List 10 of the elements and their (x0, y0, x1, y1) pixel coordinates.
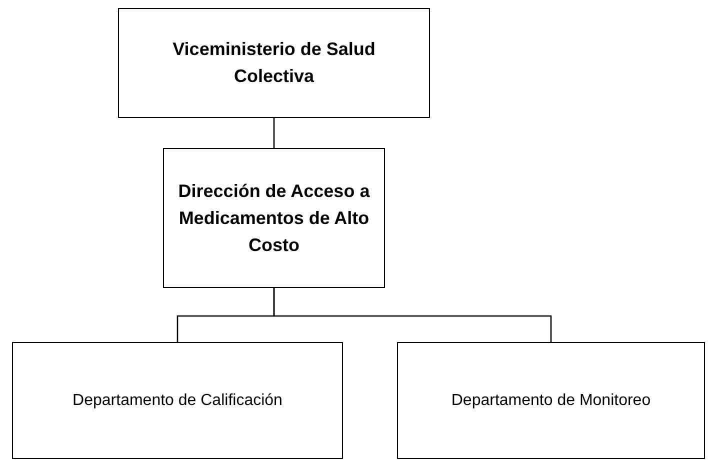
org-box (12, 342, 343, 459)
org-box (163, 148, 385, 288)
box-label: Departamento de Monitoreo (451, 390, 651, 410)
box-label: Departamento de Calificación (72, 390, 282, 410)
org-box (118, 8, 430, 118)
box-label: Dirección de Acceso a Medicamentos de Alto Costo (177, 180, 371, 256)
org-box (397, 342, 705, 459)
connector-line (273, 118, 275, 148)
connector-line (273, 288, 552, 342)
box-label: Viceministerio de Salud Colectiva (172, 38, 376, 88)
